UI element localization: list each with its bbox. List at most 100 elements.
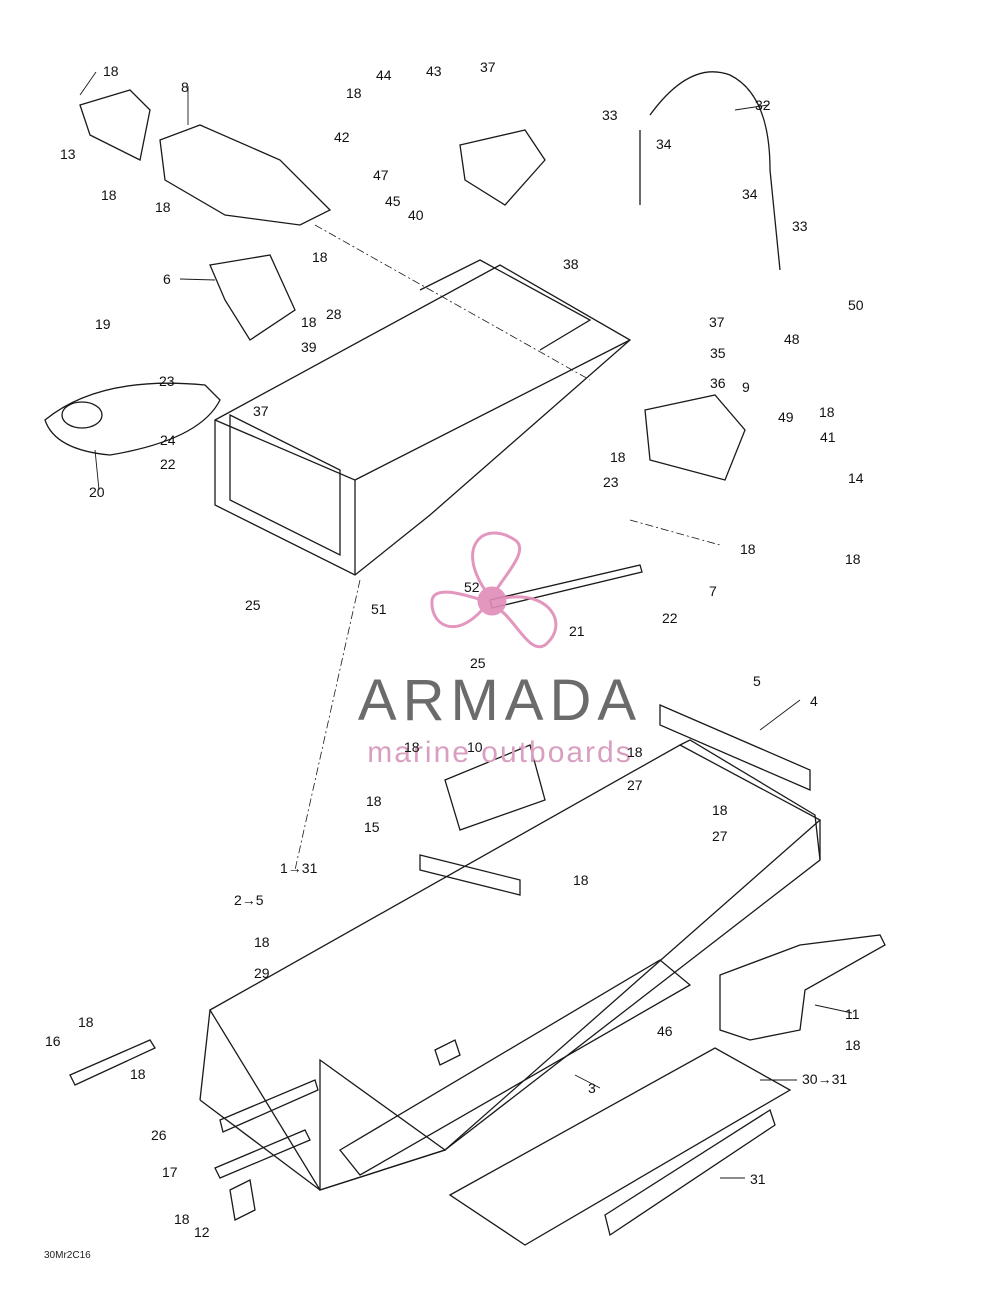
label-51: 51	[371, 601, 387, 617]
rail-31	[604, 1109, 776, 1237]
label-34: 34	[656, 136, 672, 152]
label-17: 17	[162, 1164, 178, 1180]
label-18: 18	[346, 85, 362, 101]
label-11: 11	[845, 1006, 860, 1022]
label-10: 10	[467, 739, 483, 755]
label-47: 47	[373, 167, 389, 183]
label-18: 18	[312, 249, 328, 265]
bracket-13	[79, 89, 151, 161]
label-16: 16	[45, 1033, 61, 1049]
label-18: 18	[627, 744, 643, 760]
label-18: 18	[404, 739, 420, 755]
label-24: 24	[160, 432, 176, 448]
label-5: 5	[753, 673, 761, 689]
label-2-5: 2→5	[234, 892, 264, 908]
label-18: 18	[101, 187, 117, 203]
label-18: 18	[845, 551, 861, 567]
label-13: 13	[60, 146, 76, 162]
label-37: 37	[253, 403, 269, 419]
label-26: 26	[151, 1127, 167, 1143]
bracket-15	[419, 854, 521, 896]
label-32: 32	[755, 97, 771, 113]
label-4: 4	[810, 693, 818, 709]
bracket-9	[644, 394, 746, 481]
label-18: 18	[301, 314, 317, 330]
label-25: 25	[470, 655, 486, 671]
label-18: 18	[78, 1014, 94, 1030]
label-22: 22	[662, 610, 678, 626]
bar-26	[219, 1079, 319, 1133]
label-25: 25	[245, 597, 261, 613]
watermark-tagline: marine outboards	[367, 736, 633, 769]
bracket-6	[209, 254, 296, 341]
steering-post	[649, 71, 781, 271]
belly-pan	[44, 382, 221, 456]
watermark: ARMADA marine outboards	[345, 672, 655, 768]
label-35: 35	[710, 345, 726, 361]
label-19: 19	[95, 316, 111, 332]
label-34: 34	[742, 186, 758, 202]
label-12: 12	[194, 1224, 210, 1240]
tunnel-assembly	[199, 739, 822, 1191]
tunnel-plate	[448, 1047, 792, 1246]
label-18: 18	[366, 793, 382, 809]
label-9: 9	[742, 379, 750, 395]
label-45: 45	[385, 193, 401, 209]
label-49: 49	[778, 409, 794, 425]
label-23: 23	[159, 373, 175, 389]
label-36: 36	[710, 375, 726, 391]
label-18: 18	[740, 541, 756, 557]
label-28: 28	[326, 306, 342, 322]
label-48: 48	[784, 331, 800, 347]
label-43: 43	[426, 63, 442, 79]
label-18: 18	[819, 404, 835, 420]
label-41: 41	[820, 429, 836, 445]
label-44: 44	[376, 67, 392, 83]
label-46: 46	[657, 1023, 673, 1039]
label-50: 50	[848, 297, 864, 313]
label-42: 42	[334, 129, 350, 145]
bracket-10	[444, 744, 546, 831]
label-3: 3	[588, 1080, 596, 1096]
label-38: 38	[563, 256, 579, 272]
chassis-frame	[214, 259, 632, 576]
label-1-31: 1→31	[280, 860, 318, 876]
label-37: 37	[480, 59, 496, 75]
bar-17	[214, 1129, 311, 1179]
bar-16	[69, 1039, 156, 1086]
label-18: 18	[130, 1066, 146, 1082]
label-29: 29	[254, 965, 270, 981]
drawing-code: 30Mr2C16	[44, 1250, 91, 1261]
label-18: 18	[174, 1211, 190, 1227]
label-37: 37	[709, 314, 725, 330]
label-15: 15	[364, 819, 380, 835]
watermark-propeller	[430, 531, 558, 649]
bracket-40	[459, 129, 546, 206]
label-14: 14	[848, 470, 864, 486]
label-18: 18	[712, 802, 728, 818]
label-30-31: 30→31	[802, 1071, 848, 1087]
label-27: 27	[627, 777, 643, 793]
label-20: 20	[89, 484, 105, 500]
label-33: 33	[792, 218, 808, 234]
strap-21	[489, 564, 643, 609]
label-21: 21	[569, 623, 585, 639]
label-40: 40	[408, 207, 424, 223]
label-18: 18	[103, 63, 119, 79]
label-18: 18	[845, 1037, 861, 1053]
bracket-11	[719, 934, 886, 1041]
label-18: 18	[155, 199, 171, 215]
label-7: 7	[709, 583, 717, 599]
label-33: 33	[602, 107, 618, 123]
label-18: 18	[573, 872, 589, 888]
plate-12	[229, 1179, 256, 1221]
label-18: 18	[254, 934, 270, 950]
label-18: 18	[610, 449, 626, 465]
label-27: 27	[712, 828, 728, 844]
label-31: 31	[750, 1171, 766, 1187]
label-8: 8	[181, 79, 189, 95]
label-39: 39	[301, 339, 317, 355]
label-6: 6	[163, 271, 171, 287]
bracket-4	[659, 704, 811, 791]
